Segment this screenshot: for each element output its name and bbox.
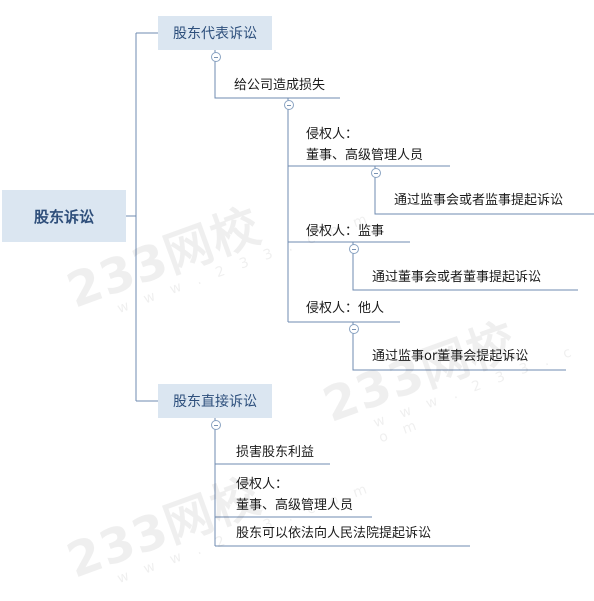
infringer-label: 侵权人：他人 — [306, 301, 385, 316]
collapse-toggle-icon[interactable] — [284, 100, 294, 110]
action-label: 通过监事会或者监事提起诉讼 — [394, 193, 564, 208]
item-label: 侵权人： 董事、高级管理人员 — [236, 477, 354, 513]
collapse-toggle-icon[interactable] — [211, 420, 221, 430]
connector-lines — [126, 32, 594, 547]
collapse-toggle-icon[interactable] — [349, 244, 359, 254]
root-node-label: 股东诉讼 — [33, 207, 94, 226]
branch-node-label: 股东直接诉讼 — [173, 394, 257, 410]
infringer-label: 侵权人：监事 — [306, 224, 385, 239]
collapse-toggle-icon[interactable] — [211, 52, 221, 62]
infringer-label: 侵权人： 董事、高级管理人员 — [306, 127, 424, 163]
item-label: 损害股东利益 — [236, 445, 315, 460]
item-label: 股东可以依法向人民法院提起诉讼 — [236, 526, 432, 541]
branch-node-derivative-suit[interactable]: 股东代表诉讼 — [158, 16, 272, 50]
condition-label: 给公司造成损失 — [234, 78, 326, 93]
collapse-toggle-icon[interactable] — [371, 168, 381, 178]
collapse-toggle-icon[interactable] — [349, 324, 359, 334]
action-label: 通过董事会或者董事提起诉讼 — [372, 270, 542, 285]
branch-node-direct-suit[interactable]: 股东直接诉讼 — [158, 384, 272, 418]
root-node[interactable]: 股东诉讼 — [2, 190, 126, 242]
branch-node-label: 股东代表诉讼 — [173, 26, 257, 42]
action-label: 通过监事or董事会提起诉讼 — [372, 349, 529, 364]
